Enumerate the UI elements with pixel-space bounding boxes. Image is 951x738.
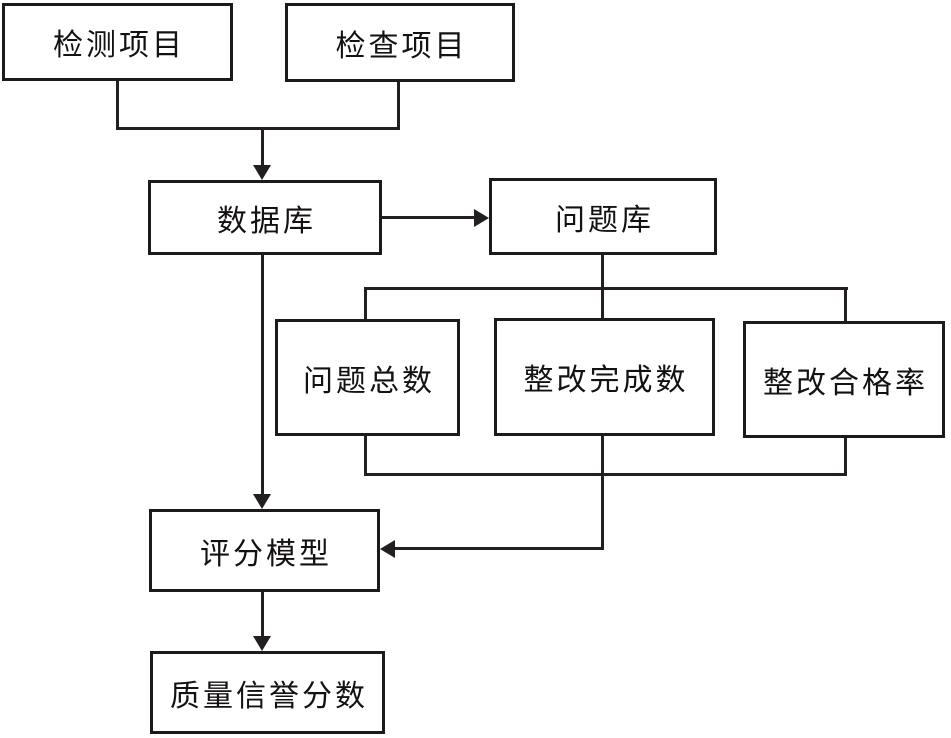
- connector-fanout-right-stub: [844, 287, 847, 321]
- node-rectification-pass-rate: 整改合格率: [743, 321, 945, 438]
- node-scoring-model-label: 评分模型: [200, 537, 332, 571]
- node-scoring-model: 评分模型: [149, 509, 380, 592]
- connector-pass-rate-down: [844, 438, 847, 476]
- connector-collect-horizontal: [364, 473, 847, 476]
- node-database-label: 数据库: [217, 204, 316, 238]
- connector-to-scoring-model-horizontal: [395, 547, 604, 550]
- node-inspection-items: 检查项目: [285, 3, 515, 82]
- node-problem-library: 问题库: [489, 178, 717, 255]
- node-inspection-items-label: 检查项目: [335, 29, 468, 63]
- node-test-items: 检测项目: [2, 3, 233, 81]
- arrowhead-into-scoring-model-top-icon: [253, 494, 271, 509]
- connector-database-to-scoring-model: [261, 255, 264, 494]
- connector-completed-down: [601, 436, 604, 550]
- node-quality-reputation-score-label: 质量信誉分数: [170, 679, 368, 713]
- arrowhead-into-scoring-model-side-icon: [380, 540, 395, 558]
- connector-merge-horizontal: [116, 127, 400, 130]
- arrowhead-into-quality-score-icon: [253, 636, 271, 651]
- connector-merge-to-database: [261, 128, 264, 166]
- connector-fanout-horizontal: [364, 287, 848, 290]
- connector-scoring-to-score: [261, 592, 264, 636]
- connector-test-items-down: [116, 81, 119, 130]
- node-problem-library-label: 问题库: [555, 203, 654, 237]
- arrowhead-into-database-icon: [253, 165, 271, 180]
- node-total-problems: 问题总数: [275, 319, 460, 436]
- connector-problem-library-down: [601, 255, 604, 318]
- node-quality-reputation-score: 质量信誉分数: [150, 651, 385, 734]
- connector-inspection-items-down: [397, 82, 400, 130]
- node-total-problems-label: 问题总数: [303, 364, 435, 398]
- node-database: 数据库: [148, 180, 382, 255]
- connector-total-problems-down: [364, 436, 367, 476]
- connector-fanout-left-stub: [364, 287, 367, 319]
- node-rectification-completed: 整改完成数: [494, 318, 715, 436]
- arrowhead-into-problem-library-icon: [474, 209, 489, 227]
- node-rectification-completed-label: 整改完成数: [523, 364, 689, 397]
- node-rectification-pass-rate-label: 整改合格率: [763, 366, 928, 400]
- node-test-items-label: 检测项目: [53, 29, 185, 62]
- connector-database-to-problem-library: [382, 216, 474, 219]
